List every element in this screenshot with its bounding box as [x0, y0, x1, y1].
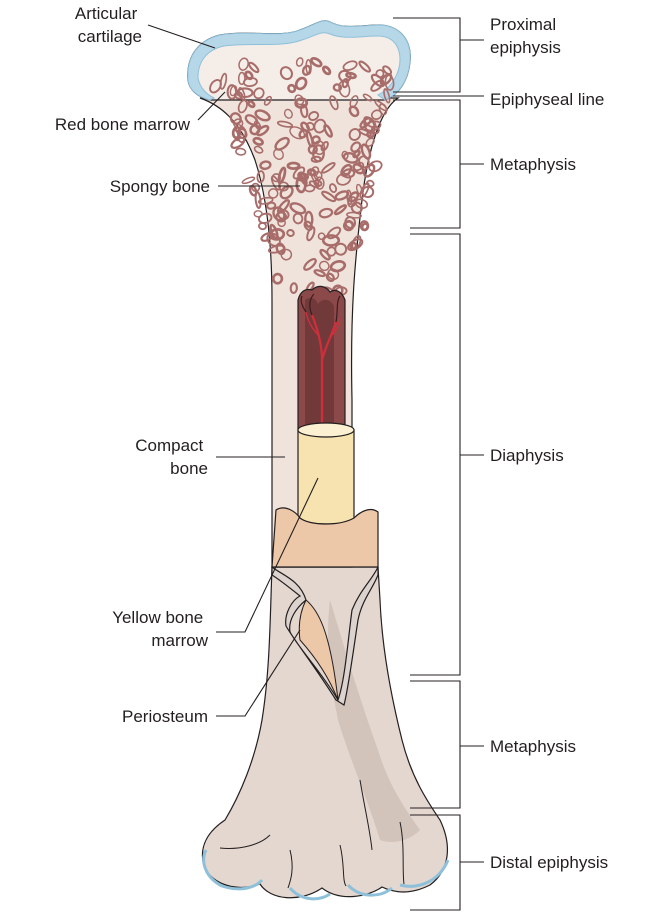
label-proximal-epiphysis: Proximal epiphysis	[490, 15, 561, 57]
spongy-trabecula	[362, 223, 369, 230]
spongy-trabecula	[236, 148, 246, 155]
label-diaphysis: Diaphysis	[490, 446, 564, 465]
spongy-trabecula	[368, 159, 384, 173]
right-labels: Proximal epiphysis Epiphyseal line Metap…	[393, 15, 608, 910]
leader-articular-cartilage	[148, 25, 215, 48]
spongy-trabecula	[242, 176, 256, 185]
label-spongy-bone: Spongy bone	[110, 177, 210, 196]
yellow-marrow-cylinder	[298, 430, 354, 524]
label-compact-bone: Compact bone	[135, 436, 208, 478]
label-yellow-bone-marrow: Yellow bone marrow	[112, 608, 209, 650]
label-periosteum: Periosteum	[122, 707, 208, 726]
label-metaphysis-upper: Metaphysis	[490, 155, 576, 174]
label-red-bone-marrow: Red bone marrow	[55, 115, 191, 134]
bone-illustration	[188, 21, 448, 899]
label-metaphysis-lower: Metaphysis	[490, 737, 576, 756]
red-marrow-inner	[305, 298, 334, 430]
bracket-metaphysis-upper	[393, 100, 484, 228]
bracket-diaphysis	[410, 234, 484, 675]
label-articular-cartilage: Articular cartilage	[75, 4, 142, 46]
yellow-marrow-top	[298, 423, 354, 437]
label-distal-epiphysis: Distal epiphysis	[490, 853, 608, 872]
label-epiphyseal-line: Epiphyseal line	[490, 90, 604, 109]
